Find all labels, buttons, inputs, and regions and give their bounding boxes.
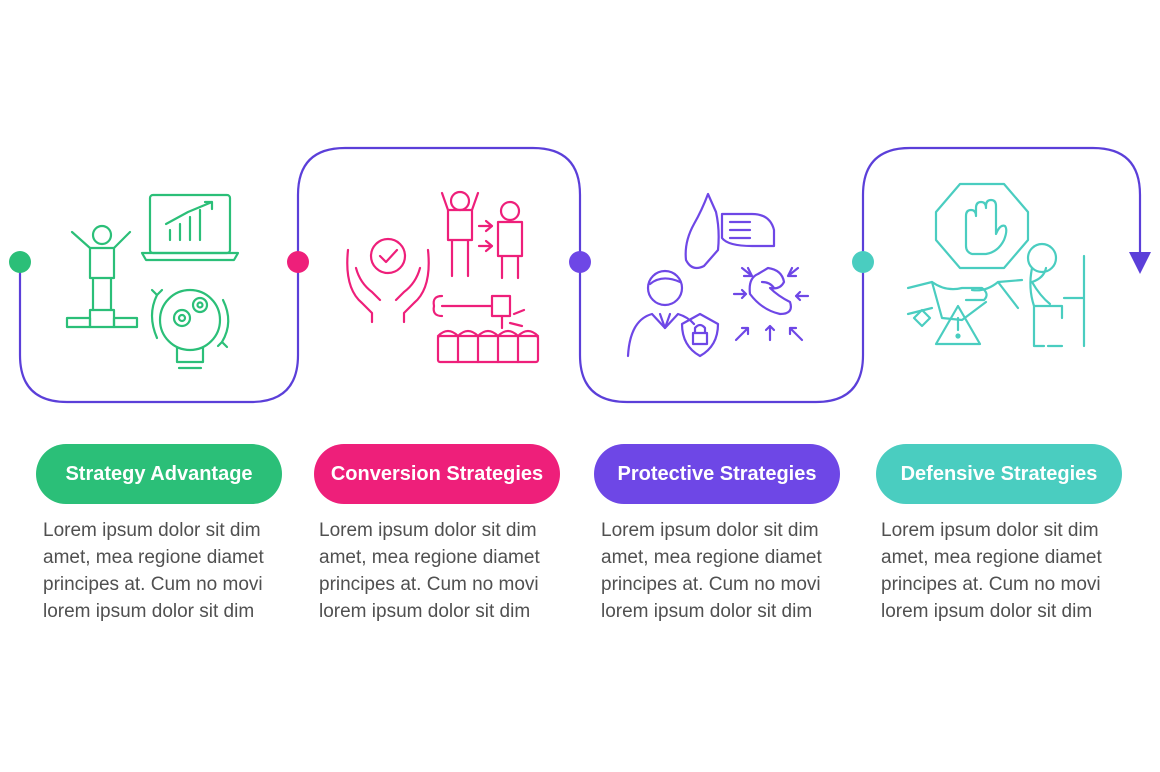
stop-handshake-warning-icon	[906, 182, 1086, 348]
step-2-dot	[287, 251, 309, 273]
step-1-dot	[9, 251, 31, 273]
description-line: lorem ipsum dolor sit dim	[881, 601, 1093, 622]
description-line: principes at. Cum no movi	[601, 574, 821, 595]
step-4-dot	[852, 251, 874, 273]
success-person-laptop-idea-icon	[65, 193, 240, 370]
step-3-dot	[569, 251, 591, 273]
step-1-description: Lorem ipsum dolor sit dim amet, mea regi…	[43, 517, 293, 625]
step-1-title-pill: Strategy Advantage	[36, 444, 282, 504]
arrow-head-icon	[1129, 252, 1151, 274]
description-line: principes at. Cum no movi	[43, 574, 263, 595]
shield-hand-fist-guard-icon	[626, 192, 810, 358]
description-line: amet, mea regione diamet	[601, 547, 822, 568]
description-line: amet, mea regione diamet	[43, 547, 264, 568]
description-line: Lorem ipsum dolor sit dim	[601, 520, 819, 541]
description-line: principes at. Cum no movi	[881, 574, 1101, 595]
description-line: Lorem ipsum dolor sit dim	[43, 520, 261, 541]
step-3-description: Lorem ipsum dolor sit dim amet, mea regi…	[601, 517, 851, 625]
hands-check-opponent-gavel-icon	[346, 190, 540, 364]
step-3-title-pill: Protective Strategies	[594, 444, 840, 504]
description-line: lorem ipsum dolor sit dim	[319, 601, 531, 622]
description-line: lorem ipsum dolor sit dim	[43, 601, 255, 622]
description-line: principes at. Cum no movi	[319, 574, 539, 595]
description-line: amet, mea regione diamet	[881, 547, 1102, 568]
step-4-description: Lorem ipsum dolor sit dim amet, mea regi…	[881, 517, 1131, 625]
description-line: amet, mea regione diamet	[319, 547, 540, 568]
step-2-title-pill: Conversion Strategies	[314, 444, 560, 504]
step-2-description: Lorem ipsum dolor sit dim amet, mea regi…	[319, 517, 569, 625]
step-4-title-pill: Defensive Strategies	[876, 444, 1122, 504]
description-line: lorem ipsum dolor sit dim	[601, 601, 813, 622]
description-line: Lorem ipsum dolor sit dim	[881, 520, 1099, 541]
connector-path	[18, 146, 1142, 404]
description-line: Lorem ipsum dolor sit dim	[319, 520, 537, 541]
